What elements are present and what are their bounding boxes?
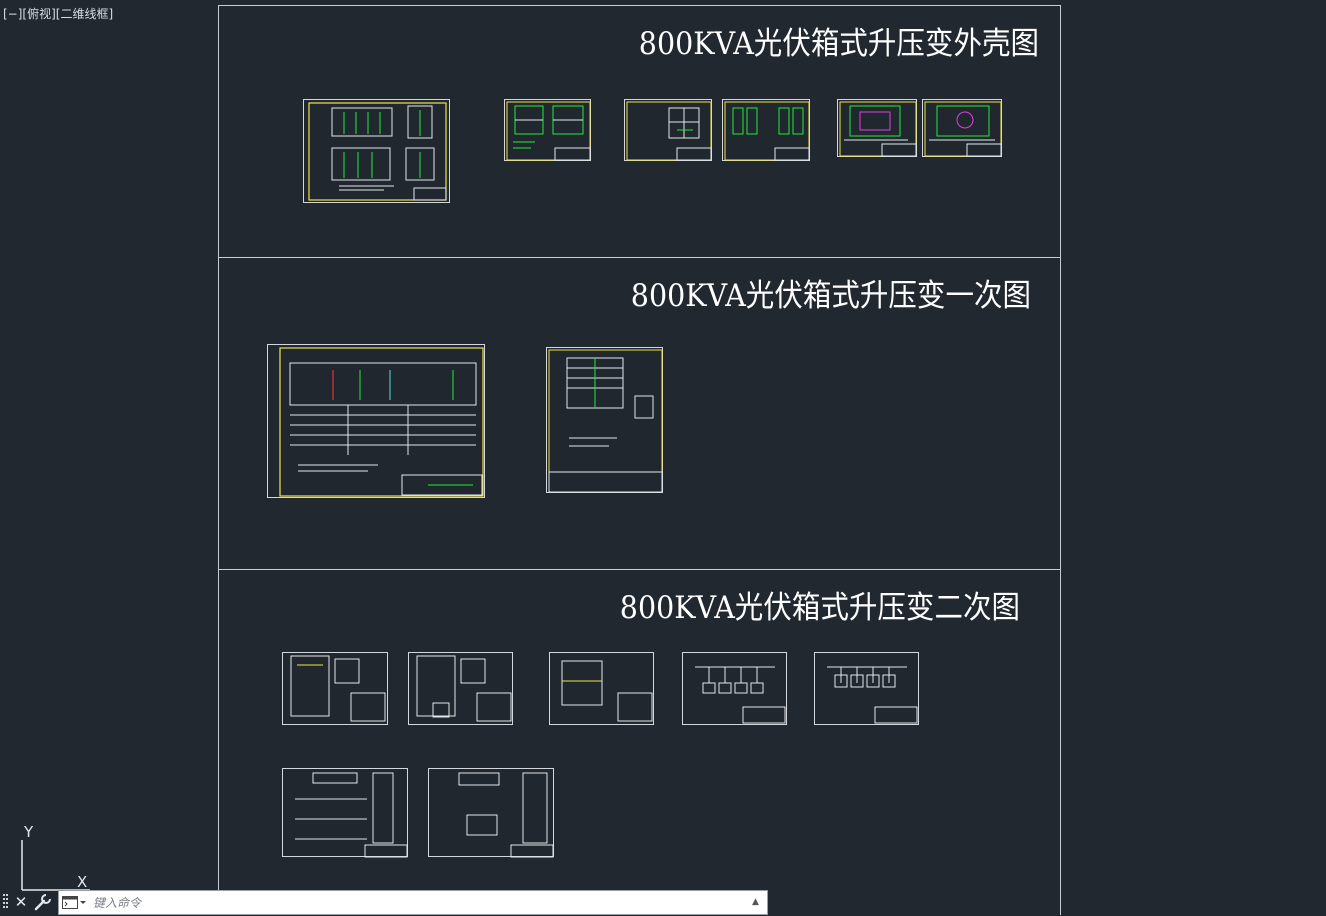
ucs-y-label: Y	[24, 823, 34, 841]
ucs-x-label: X	[77, 873, 88, 891]
section-divider	[218, 257, 1061, 258]
drawing-sheet[interactable]	[624, 99, 712, 161]
section-title-enclosure: 800KVA光伏箱式升压变外壳图	[638, 26, 1039, 62]
drawing-sheet[interactable]	[282, 652, 388, 725]
drawing-sheet[interactable]	[282, 768, 408, 858]
viewport-controls-label[interactable]: [−][俯视][二维线框]	[3, 7, 114, 21]
wrench-icon[interactable]	[34, 893, 52, 911]
drawing-sheet[interactable]	[549, 652, 654, 725]
section-divider	[218, 569, 1061, 570]
command-line-close-icon[interactable]: ✕	[14, 893, 28, 911]
drawing-sheet[interactable]	[682, 652, 787, 725]
command-input[interactable]	[93, 893, 743, 912]
section-title-secondary: 800KVA光伏箱式升压变二次图	[619, 590, 1020, 626]
drawing-sheet[interactable]	[814, 652, 919, 725]
command-line[interactable]: ▲	[58, 890, 768, 915]
section-title-primary: 800KVA光伏箱式升压变一次图	[630, 278, 1031, 314]
layout-frame	[218, 5, 1061, 915]
drawing-sheet[interactable]	[837, 99, 917, 157]
drawing-sheet[interactable]	[428, 768, 554, 858]
command-prompt-icon[interactable]	[62, 896, 86, 910]
drawing-sheet[interactable]	[303, 99, 450, 203]
drawing-sheet[interactable]	[922, 99, 1002, 157]
command-line-grip-icon[interactable]	[3, 893, 9, 911]
drawing-sheet[interactable]	[722, 99, 810, 161]
drawing-sheet[interactable]	[408, 652, 513, 725]
drawing-sheet[interactable]	[267, 344, 485, 498]
command-history-expand-icon[interactable]: ▲	[752, 897, 759, 907]
drawing-sheet[interactable]	[546, 347, 663, 493]
drawing-sheet[interactable]	[504, 99, 591, 161]
